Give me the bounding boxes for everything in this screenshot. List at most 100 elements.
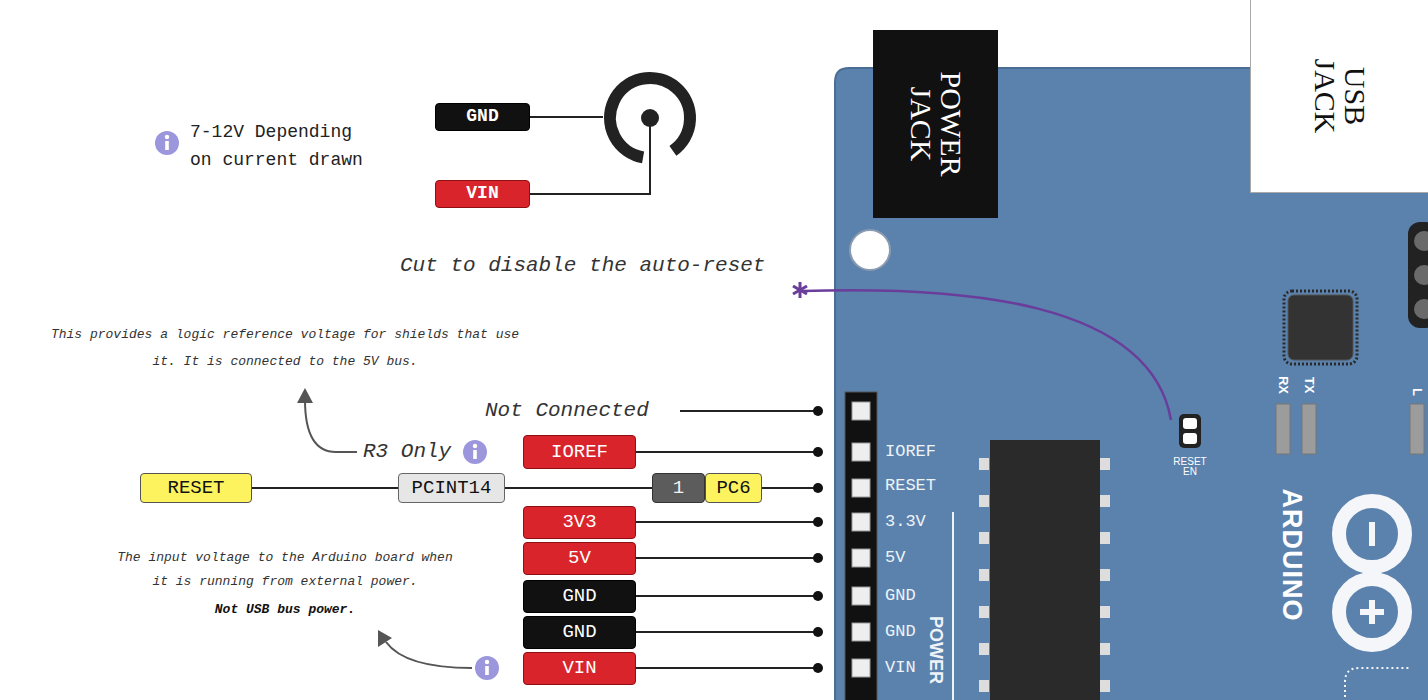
- asterisk-mark: [793, 286, 807, 294]
- header-pin: [852, 513, 870, 531]
- pin-label: GND: [466, 106, 498, 128]
- header-pin: [852, 587, 870, 605]
- component-name: POWER JACK: [906, 64, 966, 184]
- chip-pins: [1100, 458, 1110, 700]
- power-header: [845, 392, 877, 700]
- info-icon-dot: [165, 135, 169, 139]
- board-pin-label: 3.3V: [885, 512, 926, 532]
- info-icon: [155, 131, 179, 155]
- chip-pins: [979, 458, 989, 700]
- pin-label-box: 5V: [523, 542, 636, 575]
- vin-note-emphasis: Not USB bus power.: [215, 602, 355, 618]
- pin-label: RESET: [167, 477, 224, 500]
- label-holder: R3 Only: [363, 439, 451, 464]
- icsp-pin: [1413, 264, 1428, 286]
- board-pin-label: IOREF: [885, 442, 936, 462]
- logo-plus: [1360, 609, 1384, 615]
- rx-led: [1276, 404, 1290, 454]
- jumper-pad: [1183, 433, 1197, 444]
- power-pin-box: VIN: [435, 180, 530, 208]
- cut-note: Cut to disable the auto-reset: [400, 253, 765, 278]
- leader-line: [636, 521, 815, 523]
- label-holder: IOREF: [885, 442, 936, 462]
- board-pin-label: GND: [885, 586, 916, 606]
- info-icon: [475, 656, 499, 680]
- pin-label: VIN: [562, 657, 596, 680]
- pin-dot: [813, 483, 823, 493]
- pin-label-box: VIN: [523, 652, 636, 685]
- led-label: TX: [1301, 377, 1317, 394]
- usb-chip-pins: [1284, 291, 1357, 364]
- component-name: USB JACK: [1310, 46, 1370, 146]
- pin-label-box: 3V3: [523, 506, 636, 539]
- header-pin: [852, 623, 870, 641]
- board-pin-label: GND: [885, 622, 916, 642]
- power-jack-pin: [641, 109, 659, 127]
- brand-label: ARDUINO: [1276, 489, 1308, 622]
- label-holder: POWER: [924, 616, 946, 684]
- tx-led: [1302, 404, 1316, 454]
- leader-line: [680, 410, 815, 412]
- label-holder: TX: [1301, 377, 1317, 394]
- label-holder: RESET: [885, 476, 936, 496]
- voltage-note: 7-12V Depending on current drawn: [190, 118, 375, 174]
- icsp-pin: [1413, 230, 1428, 252]
- pin-dot: [813, 517, 823, 527]
- leader-line: [636, 451, 815, 453]
- label-holder: Not USB bus power.: [215, 602, 355, 618]
- pin-label: IOREF: [551, 441, 608, 464]
- header-group-label: POWER: [924, 616, 946, 684]
- asterisk-mark: [793, 286, 807, 294]
- label-holder: RX: [1275, 376, 1291, 394]
- connector-line: [505, 487, 652, 489]
- microcontroller-chip: [990, 440, 1100, 700]
- pin-label: 1: [673, 477, 684, 500]
- uno-outline: [1345, 668, 1410, 700]
- header-bracket: [952, 512, 954, 700]
- jumper-pad: [1183, 418, 1197, 429]
- label-holder: GND: [885, 586, 916, 606]
- led-label: RX: [1275, 376, 1291, 394]
- label-holder: 3.3V: [885, 512, 926, 532]
- board-pin-label: 5V: [885, 548, 905, 568]
- board-pin-label: RESET: [885, 476, 936, 496]
- l-led: [1410, 404, 1424, 454]
- pin-dot: [813, 627, 823, 637]
- leader-line: [636, 595, 815, 597]
- pin-label: GND: [562, 585, 596, 608]
- label-holder: 5V: [885, 548, 905, 568]
- jumper-label: RESET EN: [1170, 457, 1210, 477]
- pin-label: 5V: [568, 547, 591, 570]
- label-holder: Cut to disable the auto-reset: [400, 253, 765, 278]
- label-holder: GND: [885, 622, 916, 642]
- board-pin-label: VIN: [885, 658, 916, 678]
- header-pin: [852, 549, 870, 567]
- info-icon-dot: [485, 660, 489, 664]
- logo-ring: [1339, 501, 1405, 567]
- pin-label: VIN: [466, 183, 498, 205]
- connector-line: [252, 487, 398, 489]
- callout-arrow: [386, 642, 472, 668]
- logo-minus: [1369, 522, 1375, 546]
- pin-label-box: GND: [523, 616, 636, 649]
- pin-dot: [813, 447, 823, 457]
- pin-label: GND: [562, 621, 596, 644]
- power-pin-box: GND: [435, 103, 530, 131]
- mounting-hole: [850, 230, 890, 270]
- usb-jack-box: USB JACK: [1250, 0, 1428, 193]
- vin-wire: [530, 126, 650, 194]
- pin-label-box: IOREF: [523, 435, 636, 469]
- vin-note: The input voltage to the Arduino board w…: [113, 546, 458, 594]
- label-holder: The input voltage to the Arduino board w…: [113, 546, 458, 594]
- leader-line: [636, 557, 815, 559]
- gnd-wire: [530, 116, 603, 118]
- pin-label-box: RESET: [140, 473, 252, 503]
- leader-line: [636, 667, 815, 669]
- label-holder: ARDUINO: [1276, 489, 1308, 622]
- header-pin: [852, 402, 870, 420]
- label-holder: Not Connected: [485, 398, 649, 423]
- leader-line: [762, 487, 815, 489]
- pin-label: PC6: [716, 477, 750, 500]
